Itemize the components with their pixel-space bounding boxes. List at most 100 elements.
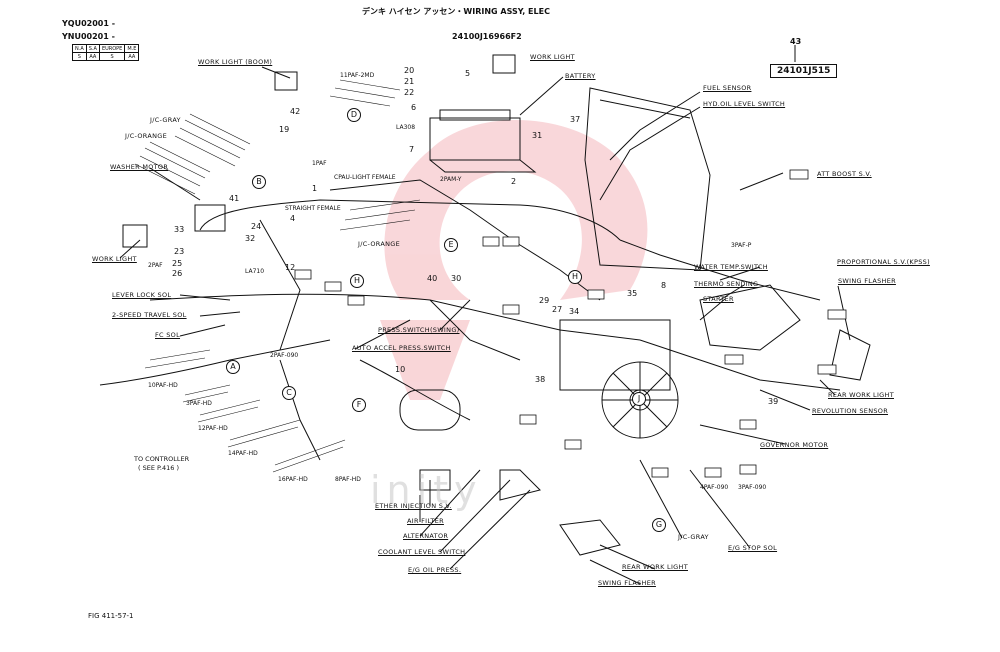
item-number: 39 (768, 397, 779, 406)
label-auto-accel: AUTO ACCEL PRESS.SWITCH (352, 344, 451, 352)
label-work-light-top: WORK LIGHT (530, 53, 575, 61)
connector-label: 14PAF-HD (228, 450, 258, 457)
item-number: 8 (661, 281, 667, 290)
item-number: 23 (174, 247, 185, 256)
item-number: 25 (172, 259, 183, 268)
item-number: 35 (627, 289, 638, 298)
connector-label: 2PAF-090 (270, 352, 299, 359)
label-thermo: THERMO SENDING (694, 280, 759, 288)
table-cell: AA (124, 52, 140, 61)
label-revolution: REVOLUTION SENSOR (812, 407, 889, 415)
table-header: N.A (72, 44, 87, 53)
connector-label: CPAU-LIGHT FEMALE (334, 174, 396, 181)
table-cell: S (72, 52, 87, 61)
item-number: 41 (229, 194, 240, 203)
label-coolant: COOLANT LEVEL SWITCH (378, 548, 466, 556)
item-number: 4 (290, 214, 296, 223)
label-washer-motor: WASHER MOTOR (110, 163, 169, 171)
connector-label: 11PAF-2MD (340, 72, 375, 79)
hatch-11paf (329, 79, 401, 107)
label-proportional: PROPORTIONAL S.V.(KPSS) (837, 258, 930, 266)
label-battery: BATTERY (565, 72, 596, 80)
label-eg-stop: E/G STOP SOL (728, 544, 778, 552)
item-number: 19 (279, 125, 290, 134)
item-number: 42 (290, 107, 301, 116)
to-controller: TO CONTROLLER (134, 455, 190, 463)
label-eg-oil: E/G OIL PRESS. (408, 566, 462, 574)
ref-part-box: 24101J515 (770, 64, 838, 78)
table-header: M.E (124, 44, 140, 53)
label-water-temp: WATER TEMP.SWITCH (694, 263, 768, 271)
label-ether: ETHER INJECTION S.V. (375, 502, 452, 510)
hatch-12paf (197, 399, 261, 423)
item-number: 38 (535, 375, 546, 384)
label-jc-orange-mid: J/C-ORANGE (358, 240, 400, 248)
label-fuel-sensor: FUEL SENSOR (703, 84, 752, 92)
connector-label: 3PAF-HD (186, 400, 212, 407)
serial-2: YNU00201 - (62, 32, 115, 41)
section-letter-b: B (252, 175, 266, 189)
label-jc-gray-low: J/C-GRAY (678, 533, 709, 541)
section-letter-a: A (226, 360, 240, 374)
serial-1: YQU02001 - (62, 19, 116, 28)
label-press-switch: PRESS.SWITCH(SWING) (378, 326, 460, 334)
hatch-16paf (272, 439, 346, 473)
hatch-3paf (182, 384, 231, 403)
label-alternator: ALTERNATOR (403, 532, 449, 540)
item-number: 31 (532, 131, 543, 140)
hatch-jc-orange-mid (339, 199, 421, 231)
item-number: 7 (409, 145, 415, 154)
item-number: 27 (552, 305, 563, 314)
label-air-filter: AIR FILTER (407, 517, 444, 525)
region-table: N.A S.A EUROPE M.E S AA S AA (72, 44, 140, 61)
section-letter-f: F (352, 398, 366, 412)
hatch-jc-gray (174, 113, 251, 167)
label-two-speed: 2-SPEED TRAVEL SOL (112, 311, 187, 319)
label-jc-gray: J/C-GRAY (150, 116, 181, 124)
table-cell: S (98, 52, 126, 61)
label-jc-orange: J/C-ORANGE (125, 132, 167, 140)
figure-number: FIG 411-57-1 (88, 612, 134, 620)
table-header: EUROPE (98, 44, 126, 53)
table-header: S.A (85, 44, 100, 53)
section-letter-h2: H (568, 270, 582, 284)
ref-number: 43 (790, 37, 802, 46)
item-number: 21 (404, 77, 415, 86)
section-letter-g: G (652, 518, 666, 532)
section-letter-e: E (444, 238, 458, 252)
connector-label: 3PAF-P (731, 242, 752, 249)
watermark-text: inity (370, 468, 483, 512)
hatch-jc-orange (134, 141, 211, 195)
connector-label: 3PAF-090 (738, 484, 767, 491)
connector-label: 12PAF-HD (198, 425, 228, 432)
page-title: デンキ ハイセン アッセン・WIRING ASSY, ELEC (362, 7, 550, 16)
item-number: 6 (411, 103, 417, 112)
item-number: 20 (404, 66, 415, 75)
label-work-light-left: WORK LIGHT (92, 255, 137, 263)
label-rear-work-light-bottom: REAR WORK LIGHT (622, 563, 688, 571)
connector-label: 16PAF-HD (278, 476, 308, 483)
section-letter-c: C (282, 386, 296, 400)
hatch-14paf (227, 419, 301, 448)
label-starter: STARTER (703, 295, 734, 303)
item-number: 33 (174, 225, 185, 234)
connector-label: 10PAF-HD (148, 382, 178, 389)
label-fc-sol: FC SOL (155, 331, 181, 339)
item-number: 22 (404, 88, 415, 97)
connector-label: LA710 (245, 268, 265, 275)
label-att-boost: ATT BOOST S.V. (817, 170, 872, 178)
item-number: 26 (172, 269, 183, 278)
part-number: 24100J16966F2 (452, 32, 522, 41)
item-number: 24 (251, 222, 262, 231)
connector-label: 2PAF (148, 262, 163, 269)
item-number: 1 (312, 184, 318, 193)
connector-label: 4PAF-090 (700, 484, 729, 491)
section-letter-j: J (632, 392, 646, 406)
item-number: 5 (465, 69, 471, 78)
connector-label: 2PAM-Y (440, 176, 462, 183)
item-number: 12 (285, 263, 296, 272)
label-work-light-boom: WORK LIGHT (BOOM) (198, 58, 273, 66)
item-number: 32 (245, 234, 256, 243)
